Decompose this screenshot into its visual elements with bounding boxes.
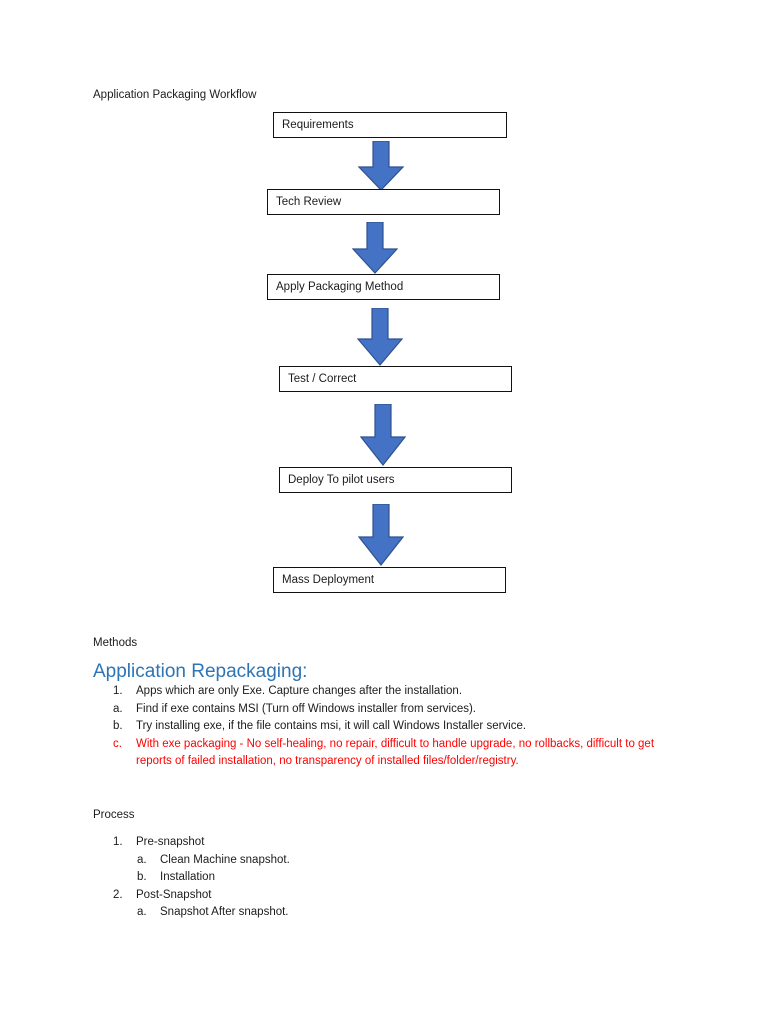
workflow-title: Application Packaging Workflow (93, 89, 257, 101)
flow-box-deploy-to-pilot-users[interactable]: Deploy To pilot users (279, 467, 512, 493)
process-label: Process (93, 809, 135, 821)
list-item: a. Find if exe contains MSI (Turn off Wi… (113, 701, 693, 719)
flow-box-requirements[interactable]: Requirements (273, 112, 507, 138)
list-text: Pre-snapshot (136, 836, 205, 848)
list-item: b. Try installing exe, if the file conta… (113, 718, 693, 736)
list-item: a. Snapshot After snapshot. (113, 904, 613, 922)
list-marker: 2. (113, 888, 123, 901)
flow-box-label: Test / Correct (288, 373, 357, 385)
flow-box-label: Tech Review (276, 196, 342, 208)
repackaging-list: 1. Apps which are only Exe. Capture chan… (113, 683, 693, 771)
flow-box-test-correct[interactable]: Test / Correct (279, 366, 512, 392)
flow-arrow-down-2 (352, 222, 398, 274)
application-repackaging-heading: Application Repackaging: (93, 661, 308, 682)
flow-box-label: Requirements (282, 119, 354, 131)
flow-box-tech-review[interactable]: Tech Review (267, 189, 500, 215)
flow-box-apply-packaging-method[interactable]: Apply Packaging Method (267, 274, 500, 300)
list-marker: c. (113, 737, 122, 750)
list-marker: b. (113, 720, 123, 732)
flow-box-label: Apply Packaging Method (276, 281, 404, 293)
flow-box-label: Deploy To pilot users (288, 474, 395, 486)
list-text: Installation (160, 871, 215, 883)
list-item: 1. Pre-snapshot (113, 834, 613, 852)
list-item: a. Clean Machine snapshot. (113, 852, 613, 870)
flow-box-mass-deployment[interactable]: Mass Deployment (273, 567, 506, 593)
process-list: 1. Pre-snapshot a. Clean Machine snapsho… (113, 834, 613, 922)
list-item: 1. Apps which are only Exe. Capture chan… (113, 683, 693, 701)
flow-arrow-down-5 (358, 504, 404, 566)
list-item-warning: c. With exe packaging - No self-healing,… (113, 736, 675, 771)
flow-arrow-down-1 (358, 141, 404, 191)
list-text: Try installing exe, if the file contains… (136, 720, 527, 732)
list-text: With exe packaging - No self-healing, no… (136, 737, 655, 768)
list-text: Apps which are only Exe. Capture changes… (136, 685, 463, 697)
list-text: Find if exe contains MSI (Turn off Windo… (136, 702, 476, 715)
list-marker: 1. (113, 685, 123, 697)
list-marker: a. (113, 702, 123, 715)
list-item: 2. Post-Snapshot (113, 887, 613, 905)
list-marker: a. (137, 906, 147, 918)
list-item: b. Installation (113, 869, 613, 887)
list-marker: b. (137, 871, 147, 883)
flow-box-label: Mass Deployment (282, 574, 375, 586)
list-text: Clean Machine snapshot. (160, 853, 290, 866)
flow-arrow-down-3 (357, 308, 403, 366)
list-marker: a. (137, 853, 147, 866)
list-text: Post-Snapshot (136, 888, 212, 901)
flow-arrow-down-4 (360, 404, 406, 466)
list-marker: 1. (113, 836, 123, 848)
methods-label: Methods (93, 637, 138, 649)
list-text: Snapshot After snapshot. (160, 906, 289, 918)
